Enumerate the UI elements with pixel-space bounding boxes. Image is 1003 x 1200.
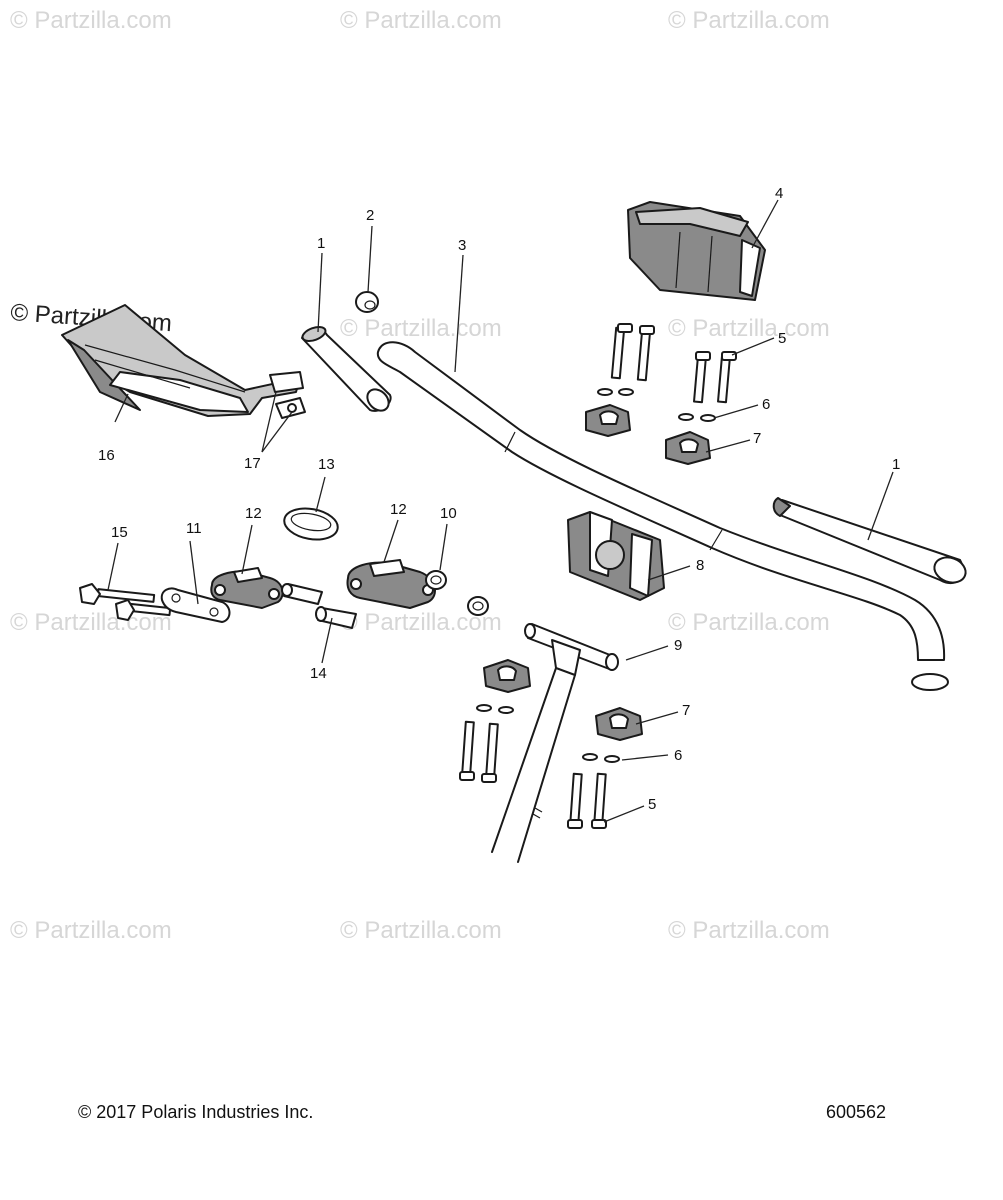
washer-part bbox=[597, 388, 716, 422]
callout-15: 15 bbox=[111, 524, 128, 541]
watermark: © Partzilla.com bbox=[668, 7, 830, 34]
ring-part bbox=[283, 507, 339, 541]
callout-12: 12 bbox=[245, 505, 262, 522]
watermark: © Partzilla.com bbox=[668, 315, 830, 342]
plate-part bbox=[160, 587, 231, 623]
callout-6: 6 bbox=[674, 747, 682, 764]
bolt-part bbox=[610, 323, 737, 404]
leader-lines bbox=[107, 199, 894, 823]
callout-2: 2 bbox=[366, 207, 374, 224]
bushing-part bbox=[425, 570, 489, 616]
callout-6: 6 bbox=[762, 396, 770, 413]
callout-11: 11 bbox=[186, 520, 202, 537]
callout-7: 7 bbox=[753, 430, 761, 447]
callout-7: 7 bbox=[682, 702, 690, 719]
bar-clamp-part bbox=[210, 567, 284, 609]
copyright-text: © 2017 Polaris Industries Inc. bbox=[78, 1102, 314, 1122]
callout-13: 13 bbox=[318, 456, 335, 473]
callout-5: 5 bbox=[648, 796, 656, 813]
watermark: © Partzilla.com bbox=[340, 7, 502, 34]
callout-16: 16 bbox=[98, 447, 115, 464]
watermark: © Partzilla.com bbox=[10, 609, 172, 636]
callout-10: 10 bbox=[440, 505, 457, 522]
handlebar-part bbox=[376, 341, 949, 691]
plug-part bbox=[355, 291, 379, 313]
clamp-part bbox=[275, 397, 306, 419]
callout-12: 12 bbox=[390, 501, 407, 518]
bar-clamp-part bbox=[346, 559, 436, 609]
handlebar-cover-part bbox=[627, 201, 766, 301]
watermark: © Partzilla.com bbox=[10, 917, 172, 944]
callout-3: 3 bbox=[458, 237, 466, 254]
watermark-layer: © Partzilla.com © Partzilla.com © Partzi… bbox=[10, 7, 830, 944]
callout-labels: 1 2 3 4 5 6 7 1 8 9 7 6 5 16 17 13 15 11… bbox=[98, 185, 900, 813]
washer-part bbox=[476, 704, 620, 763]
hand-guard-part bbox=[61, 304, 304, 417]
watermark: © Partzilla.com bbox=[10, 7, 172, 34]
clamp-cap-part bbox=[585, 404, 711, 465]
riser-block-part bbox=[567, 511, 665, 601]
callout-5: 5 bbox=[778, 330, 786, 347]
callout-17: 17 bbox=[244, 455, 261, 472]
watermark: © Partzilla.com bbox=[340, 917, 502, 944]
callout-8: 8 bbox=[696, 557, 704, 574]
callout-9: 9 bbox=[674, 637, 682, 654]
callout-4: 4 bbox=[775, 185, 783, 202]
watermark: © Partzilla.com bbox=[668, 609, 830, 636]
riser-post-part bbox=[491, 623, 619, 863]
callout-1: 1 bbox=[892, 456, 900, 473]
diagram-number: 600562 bbox=[826, 1102, 887, 1122]
bolt-part bbox=[459, 720, 607, 829]
watermark: © Partzilla.com bbox=[340, 315, 502, 342]
spacer-part bbox=[281, 583, 357, 629]
callout-14: 14 bbox=[310, 665, 327, 682]
flange-bolt-part bbox=[79, 583, 172, 621]
grip-part-right bbox=[772, 497, 967, 585]
callout-1: 1 bbox=[317, 235, 325, 252]
watermark: © Partzilla.com bbox=[668, 917, 830, 944]
grip-part-top bbox=[301, 326, 392, 412]
clamp-cap-part bbox=[483, 659, 643, 741]
